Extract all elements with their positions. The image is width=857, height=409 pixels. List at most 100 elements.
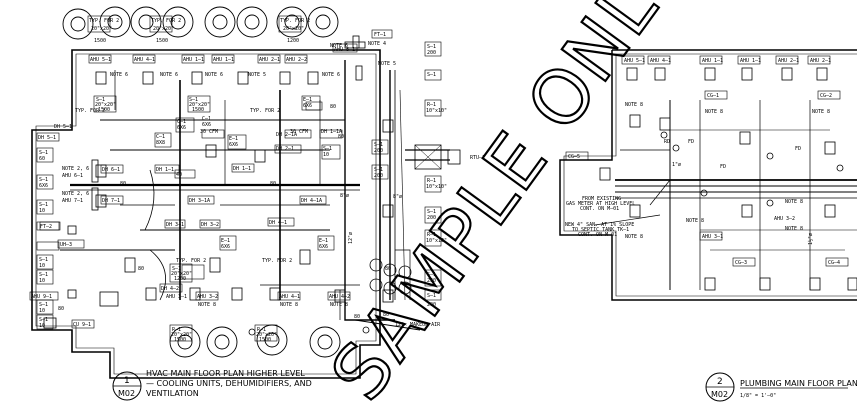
plumbing-pipes [594, 100, 857, 290]
tag-pipe-1: 1"ø [672, 162, 681, 168]
tag-e-1: E—1 [319, 238, 328, 244]
tag-note-6: NOTE 6 [160, 72, 178, 78]
tag-ahu-5-1: AHU 5—1 [90, 57, 111, 63]
tag-cfm: 80 [354, 314, 360, 320]
hvac-ductwork [60, 60, 450, 331]
tag-dim-8: 8"ø [393, 194, 402, 200]
plumbing-sheet-title: 2 M02 PLUMBING MAIN FLOOR PLAN 1/8" = 1'… [705, 372, 857, 402]
tag-typ-for-2: TYP. FOR 2 [151, 18, 181, 24]
tag-cfm: 1500 [98, 107, 110, 113]
plumbing-plan: AHU 5—1 AHU 4—1 AHU 1—1 AHU 1—1 AHU 2—1 … [559, 49, 857, 402]
tag-dh-1-1: DH 1—1 [233, 166, 251, 172]
tag-fd: FD [795, 146, 801, 152]
tag-note-8: NOTE 8 [198, 302, 216, 308]
tag-dh-5-1: DH 5—1 [54, 124, 72, 130]
tag-cfm: 80 [138, 266, 144, 272]
tag-ahu-5-1: AHU 5—1 [624, 58, 645, 64]
tag-ahu-6-1: AHU 6—1 [62, 173, 83, 179]
tag-s-1: S—1 [172, 266, 181, 272]
tag-s-1: S—1 [39, 272, 48, 278]
fan-circle [204, 6, 236, 38]
tag-e-1: E—1 [229, 136, 238, 142]
tag-cg-2: CG—2 [820, 93, 832, 99]
tag-dh-1-1a: DH 1—1A [321, 129, 342, 135]
fan-circle [236, 6, 268, 38]
tag-size: 6X6 [177, 125, 186, 131]
tag-s-1: S—1 [323, 146, 332, 152]
tag-size: 10"x10" [426, 238, 447, 244]
tag-r-1: R—1 [427, 178, 436, 184]
fan-circle [162, 6, 194, 38]
tag-note-6: NOTE 6 [205, 72, 223, 78]
gas-note-line3: CONT. ON M—01 [580, 206, 619, 212]
tag-note-8: NOTE 8 [280, 302, 298, 308]
tag-ahu-1-1: AHU 1—1 [213, 57, 234, 63]
tag-size: 6X6 [229, 142, 238, 148]
tag-note-8: NOTE 8 [705, 109, 723, 115]
tag-size: 10"x10" [426, 108, 447, 114]
tag-size: 6X6 [303, 103, 312, 109]
tag-ahu-2-1: AHU 2—1 [810, 58, 831, 64]
tag-s-1: S—1 [374, 167, 383, 173]
tag-cfm: 80 [383, 312, 389, 318]
tag-ahu-2-2: AHU 2—2 [286, 57, 307, 63]
gas-note-line1: FROM EXISTING [582, 196, 621, 202]
tag-dh-1-1: DH 1—1 [156, 167, 174, 173]
tag-size: 20"x20" [95, 102, 116, 108]
tag-ahu-1-1: AHU 1—1 [183, 57, 204, 63]
tag-cfm: 10 [39, 263, 45, 269]
tag-size: 20"x20" [91, 26, 112, 32]
tag-cu-9-1: CU 9—1 [73, 322, 91, 328]
tag-cfm: 10 [39, 208, 45, 214]
hvac-title-line3: VENTILATION [146, 389, 199, 398]
fan-circle [62, 8, 94, 40]
tag-note-5: NOTE 5 [378, 61, 396, 67]
sample-only-watermark: SAMPLE ONLY [315, 0, 697, 409]
tag-e-1: E—1 [221, 238, 230, 244]
tag-cfm: 80 [330, 104, 336, 110]
tag-s-1: S—1 [39, 317, 48, 323]
tag-size: 20"x20" [171, 271, 192, 277]
tag-ahu-3-1: AHU 3—1 [702, 234, 723, 240]
hvac-sheet-title: 1 M02 HVAC MAIN FLOOR PLAN HIGHER LEVEL … [112, 369, 320, 401]
hvac-tag-boxes [29, 15, 442, 342]
tag-c-1: C—1 [177, 119, 186, 125]
tag-s-1: S—1 [39, 302, 48, 308]
tag-cg-3: CG—3 [735, 260, 747, 266]
tag-size: 6X6 [202, 122, 211, 128]
tag-cfm: 10 [323, 152, 329, 158]
tag-ahu-1-1: AHU 1—1 [702, 58, 723, 64]
tag-cfm: 80 [385, 266, 391, 272]
tag-s-1: S—1 [39, 177, 48, 183]
tag-size: 6X6 [221, 244, 230, 250]
tag-note-6: NOTE 6 [110, 72, 128, 78]
tag-s-1: S—1 [427, 293, 436, 299]
tag-size: 20"x20" [256, 332, 277, 338]
tag-e-1: E—1 [303, 97, 312, 103]
plumbing-tag-boxes [565, 55, 849, 267]
tag-ahu-3-2: AHU 3—2 [197, 294, 218, 300]
tag-size: 6X6 [319, 244, 328, 250]
tag-cfm: 1500 [259, 337, 271, 343]
tag-s-1: S—1 [427, 209, 436, 215]
tag-ft-1: FT—1 [374, 32, 386, 38]
tag-s-1: S—1 [189, 97, 198, 103]
tag-note-6: NOTE 6 [322, 72, 340, 78]
tag-typ-for-2: TYP. FOR 2 [176, 258, 206, 264]
plumbing-scale: 1/8" = 1'—0" [740, 393, 776, 399]
tag-s-1: S—1 [39, 257, 48, 263]
hvac-title-line2: — COOLING UNITS, DEHUMIDIFIERS, AND [146, 379, 312, 388]
tag-dh-2-1a: DH 2—1A [276, 132, 297, 138]
tag-s-1: S—1 [427, 72, 436, 78]
tag-ahu-4-1: AHU 4—1 [134, 57, 155, 63]
tag-ahu-8-1: AHU 8—1 [334, 47, 355, 53]
tag-ahu-4-1: AHU 4—1 [650, 58, 671, 64]
tag-fd: FD [688, 139, 694, 145]
tag-dh-4-2: DH 4—2 [161, 286, 179, 292]
tag-c-1: C—1 [202, 116, 211, 122]
tag-rd: RD [664, 139, 670, 145]
tag-r-1: R—1 [427, 232, 436, 238]
hvac-building-outline [31, 49, 381, 379]
tag-note-4: NOTE 4 [368, 41, 386, 47]
